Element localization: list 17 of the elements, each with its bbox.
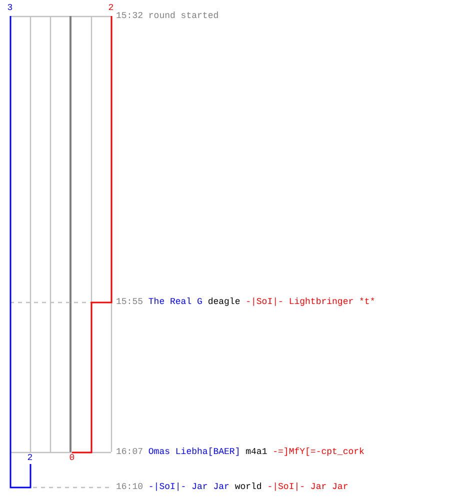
timestamp: 16:10 — [116, 482, 144, 492]
player-name: The Real G — [148, 297, 202, 307]
weapon-name: world — [234, 482, 262, 492]
timestamp: 15:55 — [116, 297, 144, 307]
player-name: Omas Liebha[BAER] — [148, 447, 240, 457]
timestamp: 16:07 — [116, 447, 144, 457]
player-name: -|SoI|- Lightbringer *t* — [246, 297, 376, 307]
weapon-name: deagle — [208, 297, 240, 307]
count-label: 0 — [69, 454, 75, 463]
count-label: 2 — [27, 454, 33, 463]
player-name: -|SoI|- Jar Jar — [267, 482, 348, 492]
player-name: -|SoI|- Jar Jar — [148, 482, 230, 492]
weapon-name: m4a1 — [246, 447, 268, 457]
count-label: 2 — [108, 4, 114, 13]
player-name: -=]MfY[=-cpt_cork — [272, 447, 364, 457]
count-label: 3 — [7, 4, 13, 13]
event-text: 15:32 round started — [116, 11, 219, 21]
